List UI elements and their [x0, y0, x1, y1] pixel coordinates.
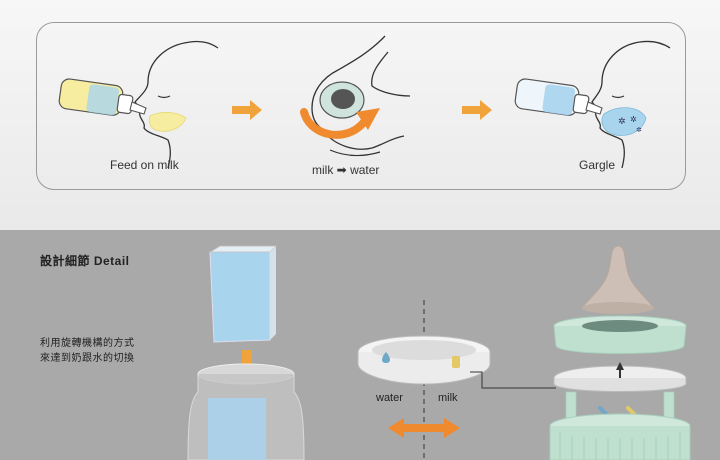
bottle-base-icon: [549, 391, 691, 460]
baby-feeding-icon: [58, 40, 219, 169]
steps-frame: [36, 22, 686, 190]
detail-title: 設計細節 Detail: [40, 254, 130, 268]
mint-cap-icon: [553, 315, 687, 354]
milk-bottle-icon: [452, 356, 460, 368]
step-label-water: water: [350, 163, 380, 177]
step-label-feed: Feed on milk: [110, 158, 179, 172]
svg-text:✲: ✲: [636, 126, 642, 134]
valve-plate-icon: [553, 362, 687, 392]
hand-rotating-cap-icon: [300, 35, 411, 157]
step-arrow-icon: [462, 100, 492, 120]
nipple-icon: [580, 245, 656, 314]
rotating-ring-icon: [357, 335, 491, 385]
step-arrow-icon: [232, 100, 262, 120]
water-drop-icon: [382, 352, 390, 363]
water-bag-icon: [208, 245, 277, 343]
ring-label-water: water: [376, 392, 403, 404]
detail-description-line: 來達到奶跟水的切換: [40, 353, 135, 364]
ring-label-milk: milk: [438, 392, 458, 404]
step-label-switch: milk ➡ water: [312, 163, 379, 177]
bottle-body-icon: [187, 363, 305, 460]
rotate-double-arrow-icon: [388, 418, 460, 438]
right-arrow-icon: ➡: [336, 163, 347, 177]
detail-description-line: 利用旋轉機構的方式: [40, 338, 135, 349]
svg-text:✲: ✲: [630, 115, 637, 124]
step-label-milk: milk: [312, 163, 334, 177]
up-arrow-icon: [616, 362, 624, 378]
step-label-gargle: Gargle: [579, 158, 616, 172]
svg-text:✲: ✲: [618, 117, 626, 127]
connector-line: [470, 371, 556, 389]
baby-gargle-icon: ✲ ✲ ✲: [514, 40, 671, 169]
detail-description: 利用旋轉機構的方式 來達到奶跟水的切換: [40, 336, 135, 366]
